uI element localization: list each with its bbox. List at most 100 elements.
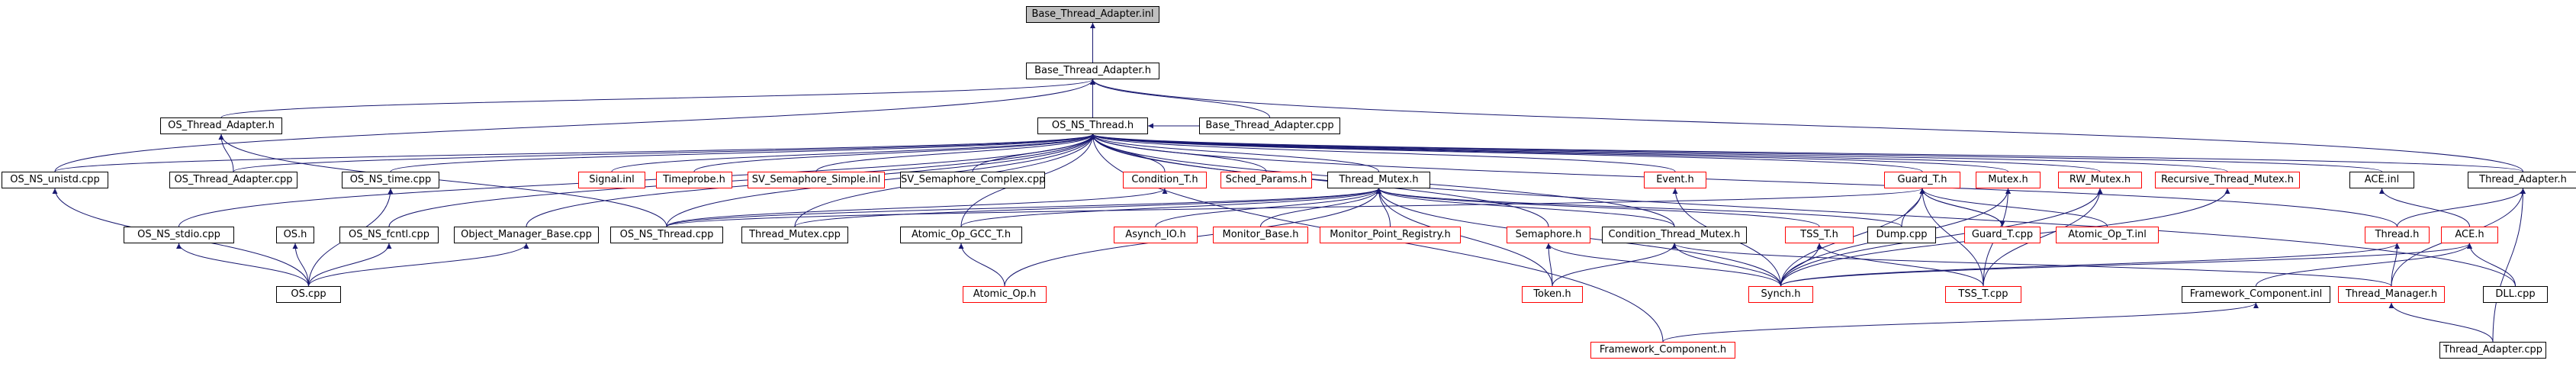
edge-os-ta-h-to-bta-h — [220, 79, 1095, 118]
edge-dump-cpp-to-thread-mutex-h — [1376, 188, 1902, 227]
edge-signal-inl-to-os-ns-thread-h — [611, 134, 1095, 172]
node-semaphore-h[interactable]: Semaphore.h — [1507, 227, 1590, 243]
node-os-ns-thread-h[interactable]: OS_NS_Thread.h — [1037, 117, 1148, 134]
edge-synch-h-to-thread-h — [1780, 243, 2400, 287]
node-os-h[interactable]: OS.h — [276, 227, 314, 243]
node-token-h[interactable]: Token.h — [1522, 286, 1583, 303]
node-rw-mutex-h[interactable]: RW_Mutex.h — [2058, 172, 2142, 188]
edge-dll-cpp-to-os-ns-thread-h — [1090, 134, 2516, 287]
edge-atomic-op-h-to-atomic-op-gcc — [958, 243, 1005, 287]
edge-os-ns-thread-cpp-to-thread-mutex-h — [666, 188, 1381, 227]
node-condition-t-h[interactable]: Condition_T.h — [1123, 172, 1207, 188]
node-dump-cpp[interactable]: Dump.cpp — [1867, 227, 1936, 243]
edge-thread-h-to-thread-adapter-h — [2397, 188, 2526, 227]
edge-thread-h-to-os-ns-thread-h — [1090, 134, 2398, 227]
node-dll-cpp[interactable]: DLL.cpp — [2483, 286, 2548, 303]
node-thread-mutex-h[interactable]: Thread_Mutex.h — [1327, 172, 1430, 188]
edge-timeprobe-h-to-os-ns-thread-h — [693, 134, 1095, 172]
node-thread-adapter-cpp[interactable]: Thread_Adapter.cpp — [2439, 342, 2546, 359]
edge-tss-t-cpp-to-rw-mutex-h — [1983, 188, 2103, 287]
edge-os-ns-unistd-to-bta-h — [54, 79, 1095, 172]
edge-recursive-tm-h-to-os-ns-thread-h — [1090, 134, 2228, 172]
node-thread-manager-h[interactable]: Thread_Manager.h — [2338, 286, 2445, 303]
edge-os-cpp-to-os-ns-stdio — [176, 243, 309, 287]
node-atomic-op-h[interactable]: Atomic_Op.h — [963, 286, 1047, 303]
edge-synch-h-to-rw-mutex-h — [1780, 188, 2103, 287]
node-event-h[interactable]: Event.h — [1644, 172, 1706, 188]
edge-tss-t-cpp-to-guard-t-h — [1919, 188, 1984, 287]
node-tss-t-h[interactable]: TSS_T.h — [1785, 227, 1854, 243]
node-thread-adapter-h[interactable]: Thread_Adapter.h — [2468, 172, 2576, 188]
node-sv-sem-complex[interactable]: SV_Semaphore_Complex.cpp — [900, 172, 1045, 188]
edge-thread-adapter-cpp-to-thread-adapter-h — [2492, 188, 2526, 343]
node-monitor-base-h[interactable]: Monitor_Base.h — [1213, 227, 1308, 243]
node-os-ns-thread-cpp[interactable]: OS_NS_Thread.cpp — [610, 227, 723, 243]
edge-os-ns-fcntl-to-os-ns-thread-h — [388, 134, 1095, 227]
edge-semaphore-h-to-os-ns-thread-h — [1090, 134, 1549, 227]
edge-tss-t-h-to-thread-mutex-h — [1376, 188, 1820, 227]
edge-os-ns-unistd-to-os-ns-thread-h — [54, 134, 1095, 172]
edge-token-h-to-thread-mutex-h — [1376, 188, 1553, 287]
edge-os-ns-thread-cpp-to-guard-t-h — [666, 188, 1925, 227]
edge-thread-adapter-h-to-bta-h — [1090, 79, 2523, 172]
edge-condition-tm-h-to-thread-mutex-h — [1376, 188, 1675, 227]
edge-dll-cpp-to-ace-h — [2467, 243, 2516, 287]
edge-os-cpp-to-os-ns-fcntl — [308, 243, 392, 287]
edge-synch-h-to-condition-tm-h — [1671, 243, 1781, 287]
node-bta-h[interactable]: Base_Thread_Adapter.h — [1026, 63, 1159, 79]
edge-tss-t-cpp-to-tss-t-h — [1816, 243, 1984, 287]
node-thread-h[interactable]: Thread.h — [2365, 227, 2430, 243]
node-os-ns-stdio[interactable]: OS_NS_stdio.cpp — [124, 227, 234, 243]
node-framework-comp-inl[interactable]: Framework_Component.inl — [2182, 286, 2330, 303]
node-condition-tm-h[interactable]: Condition_Thread_Mutex.h — [1602, 227, 1747, 243]
edge-os-ns-thread-cpp-to-condition-t-h — [666, 188, 1168, 227]
node-atomic-op-t-inl[interactable]: Atomic_Op_T.inl — [2056, 227, 2159, 243]
node-recursive-tm-h[interactable]: Recursive_Thread_Mutex.h — [2155, 172, 2300, 188]
node-thread-mutex-cpp[interactable]: Thread_Mutex.cpp — [741, 227, 848, 243]
node-sched-params-h[interactable]: Sched_Params.h — [1220, 172, 1312, 188]
node-ace-h[interactable]: ACE.h — [2441, 227, 2498, 243]
edge-thread-adapter-cpp-to-thread-manager-h — [2388, 302, 2494, 343]
node-timeprobe-h[interactable]: Timeprobe.h — [656, 172, 732, 188]
edge-framework-comp-h-to-framework-comp-inl — [1662, 302, 2259, 343]
edge-os-cpp-to-obj-mgr-base — [308, 243, 529, 287]
edge-os-ns-thread-cpp-to-os-ta-h — [218, 134, 667, 227]
edge-rw-mutex-h-to-os-ns-thread-h — [1090, 134, 2101, 172]
edge-thread-manager-h-to-thread-h — [2391, 243, 2400, 287]
node-obj-mgr-base[interactable]: Object_Manager_Base.cpp — [454, 227, 599, 243]
edge-guard-t-h-to-guard-t-cpp — [1922, 188, 2005, 227]
node-mutex-h[interactable]: Mutex.h — [1976, 172, 2041, 188]
edge-synch-h-to-tss-t-h — [1780, 243, 1822, 287]
edge-os-cpp-to-os-h — [292, 243, 309, 287]
node-monitor-pr-h[interactable]: Monitor_Point_Registry.h — [1320, 227, 1461, 243]
node-bta-cpp[interactable]: Base_Thread_Adapter.cpp — [1199, 117, 1340, 134]
node-framework-comp-h[interactable]: Framework_Component.h — [1590, 342, 1735, 359]
edge-thread-mutex-cpp-to-thread-mutex-h — [794, 188, 1381, 227]
node-tss-t-cpp[interactable]: TSS_T.cpp — [1945, 286, 2021, 303]
edge-thread-manager-h-to-condition-tm-h — [1671, 243, 2392, 287]
edge-token-h-to-condition-tm-h — [1552, 243, 1677, 287]
edge-monitor-base-h-to-thread-mutex-h — [1260, 188, 1381, 227]
node-atomic-op-gcc[interactable]: Atomic_Op_GCC_T.h — [900, 227, 1022, 243]
edge-thread-adapter-h-to-os-ns-thread-h — [1090, 134, 2523, 172]
node-sv-sem-simple[interactable]: SV_Semaphore_Simple.inl — [748, 172, 885, 188]
node-guard-t-cpp[interactable]: Guard_T.cpp — [1964, 227, 2041, 243]
edge-os-ta-cpp-to-os-ns-thread-h — [233, 134, 1095, 172]
edge-os-ns-time-to-os-ns-thread-h — [390, 134, 1095, 172]
edge-framework-comp-inl-to-ace-h — [2256, 243, 2472, 287]
node-guard-t-h[interactable]: Guard_T.h — [1884, 172, 1960, 188]
edge-atomic-op-gcc-to-thread-mutex-h — [960, 188, 1381, 227]
node-os-ns-fcntl[interactable]: OS_NS_fcntl.cpp — [339, 227, 439, 243]
node-ace-inl[interactable]: ACE.inl — [2349, 172, 2414, 188]
node-synch-h[interactable]: Synch.h — [1748, 286, 1813, 303]
node-asynch-io-h[interactable]: Asynch_IO.h — [1114, 227, 1198, 243]
node-os-ta-h[interactable]: OS_Thread_Adapter.h — [160, 117, 282, 134]
edge-event-h-to-os-ns-thread-h — [1090, 134, 1676, 172]
edge-asynch-io-h-to-thread-mutex-h — [1155, 188, 1381, 227]
node-os-ns-unistd[interactable]: OS_NS_unistd.cpp — [2, 172, 108, 188]
node-os-cpp[interactable]: OS.cpp — [276, 286, 341, 303]
node-signal-inl[interactable]: Signal.inl — [578, 172, 645, 188]
node-os-ns-time[interactable]: OS_NS_time.cpp — [342, 172, 439, 188]
node-os-ta-cpp[interactable]: OS_Thread_Adapter.cpp — [169, 172, 297, 188]
